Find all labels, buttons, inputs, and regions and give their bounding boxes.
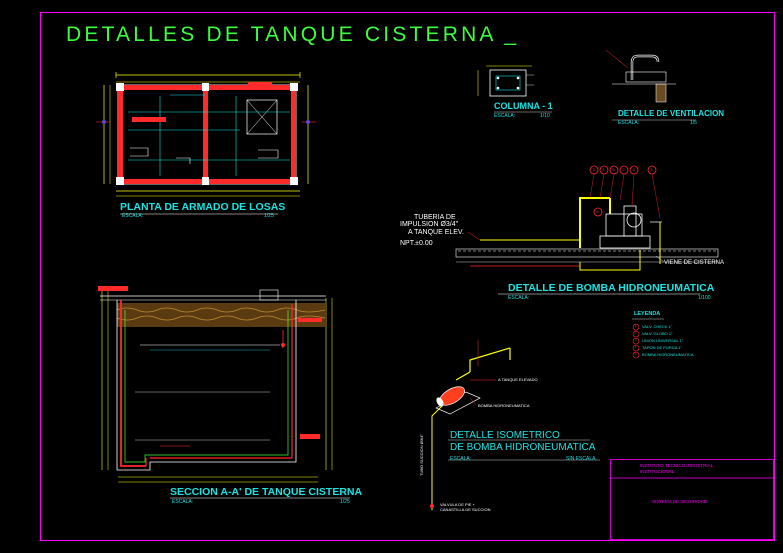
iso-bomba-label: BOMBA HIDRONEUMATICA [478, 403, 530, 408]
pump-npt-label: NPT.±0.00 [400, 240, 433, 247]
column-view [477, 65, 552, 113]
section-scale-value: 1/25 [340, 499, 350, 505]
pump-marker: 3 [632, 167, 635, 172]
legend-item-number: 3 [634, 338, 637, 342]
pump-title: DETALLE DE BOMBA HIDRONEUMATICA [508, 282, 715, 294]
vent-title: DETALLE DE VENTILACION [618, 109, 725, 118]
sheet-frame [40, 12, 775, 541]
iso-scale-label: ESCALA: [450, 456, 472, 462]
iso-tubo-succion-label: TUBO SUCCION Ø3/4" [419, 434, 424, 476]
pump-marker: 3 [592, 167, 595, 172]
plan-view [96, 72, 316, 215]
iso-title-line2: DE BOMBA HIDRONEUMATICA [450, 442, 596, 453]
vent-scale-value: 1/5 [690, 120, 697, 126]
section-view [98, 286, 350, 499]
title-block-line3: SISTEMA DE SEGURIDAD [652, 499, 708, 504]
pump-marker: 5 [596, 209, 599, 214]
iso-a-tanque-label: A TANQUE ELEVADO [498, 377, 538, 382]
legend-item-number: 2 [634, 331, 637, 335]
section-scale-label: ESCALA: [172, 499, 194, 505]
pump-viene-label: VIENE DE CISTERNA [664, 260, 725, 266]
iso-title-line1: DETALLE ISOMETRICO [450, 430, 560, 441]
column-scale-value: 1/10 [540, 113, 550, 119]
pump-scale-label: ESCALA: [508, 295, 530, 301]
column-title: COLUMNA - 1 [494, 101, 553, 111]
plan-title: PLANTA DE ARMADO DE LOSAS [120, 201, 286, 213]
column-scale-label: ESCALA: [494, 113, 516, 119]
legend-item-number: 4 [634, 345, 637, 349]
legend-item-text: VALV. GLOBO 1" [642, 331, 673, 336]
legend-graphic [632, 318, 664, 359]
legend-item-text: UNION UNIVERSAL 1" [642, 338, 684, 343]
legend-title: LEYENDA [634, 311, 661, 317]
iso-valvula-line1: VALVULA DE PIE + [440, 502, 475, 507]
pump-marker: 5 [612, 167, 615, 172]
legend-item-text: BOMBA HIDRONEUMATICA [642, 352, 694, 357]
legend-item-number: 1 [634, 324, 637, 328]
title-block-line2: INSTITUCIONAL [640, 469, 675, 474]
legend-item-number: 5 [634, 352, 637, 356]
legend-item-text: TAPON DE PURGA 1" [642, 345, 683, 350]
title-block-line1: INSTITUTO TECNICO INDUSTRIAL [640, 463, 714, 468]
iso-valvula-line2: CANASTILLA DE SUCCION [440, 507, 491, 512]
legend-item-text: VALV. CHECK 1" [642, 324, 673, 329]
iso-scale-value: SIN ESCALA [566, 456, 596, 462]
pump-tuberia-line3: A TANQUE ELEV. [408, 229, 464, 236]
vent-view [605, 49, 696, 121]
pump-tuberia-line1: TUBERIA DE [414, 214, 456, 221]
main-title: DETALLES DE TANQUE CISTERNA _ [66, 23, 520, 46]
pump-tuberia-line2: IMPULSION Ø3/4" [400, 221, 459, 228]
iso-view [430, 340, 600, 510]
pump-scale-value: 1/100 [698, 295, 711, 301]
pump-marker: 2 [622, 167, 625, 172]
pump-marker: 1 [602, 167, 605, 172]
plan-scale-label: ESCALA: [122, 213, 144, 219]
pump-view [455, 165, 719, 295]
pump-marker: 4 [650, 167, 653, 172]
title-block-frame [610, 459, 774, 540]
section-title: SECCION A-A' DE TANQUE CISTERNA [170, 486, 363, 498]
plan-scale-value: 1/25 [264, 213, 274, 219]
vent-scale-label: ESCALA: [618, 120, 640, 126]
